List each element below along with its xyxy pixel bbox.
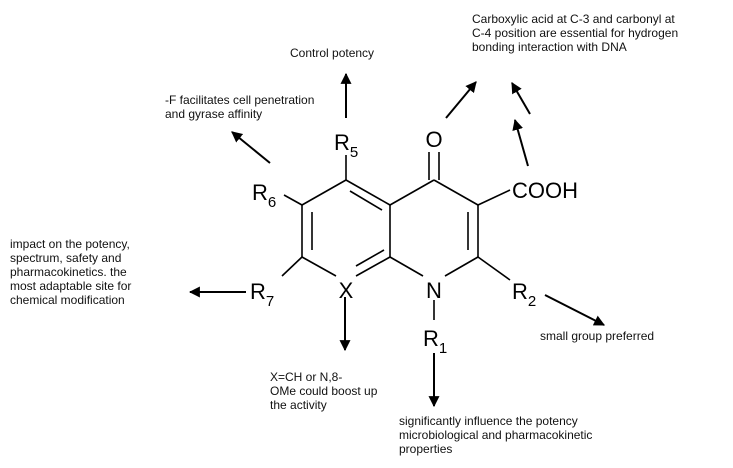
annotation-line: the activity xyxy=(270,398,327,412)
r7-index: 7 xyxy=(266,293,274,310)
annotation-line: impact on the potency, xyxy=(10,237,130,251)
atom-r7: R7 xyxy=(250,279,274,310)
r2-index: 2 xyxy=(528,293,536,310)
bond xyxy=(301,256,337,277)
bond-double xyxy=(355,249,385,267)
r5-symbol: R xyxy=(334,130,350,155)
annotation-line: small group preferred xyxy=(540,329,655,343)
annotation-r7: impact on the potency, spectrum, safety … xyxy=(10,237,131,307)
arrow-carboxyl-1 xyxy=(445,81,477,119)
r1-index: 1 xyxy=(439,340,447,357)
annotation-line: significantly influence the potency xyxy=(399,414,578,428)
bond-c3-cooh xyxy=(477,189,511,206)
annotation-carboxyl: Carboxylic acid at C-3 and carbonyl at C… xyxy=(472,12,678,54)
annotation-line: and gyrase affinity xyxy=(165,107,263,121)
bond xyxy=(444,256,479,277)
annotation-line: most adaptable site for xyxy=(10,279,132,293)
arrow-r6 xyxy=(231,131,271,164)
atom-nitrogen: N xyxy=(426,278,442,303)
annotation-line: OMe could boost up xyxy=(270,384,378,398)
bond-c7-r7 xyxy=(281,256,303,277)
r6-index: 6 xyxy=(268,194,276,211)
annotation-r2: small group preferred xyxy=(540,329,654,343)
bond-c6-r6 xyxy=(283,194,303,206)
ring-bonds xyxy=(281,152,511,320)
bond xyxy=(389,179,435,206)
annotation-arrows xyxy=(188,72,605,408)
annotation-line: pharmacokinetics. the xyxy=(10,265,127,279)
bond xyxy=(345,179,391,206)
atom-r1: R1 xyxy=(423,326,447,357)
annotation-line: -F facilitates cell penetration xyxy=(165,93,315,107)
r6-symbol: R xyxy=(252,180,268,205)
annotation-line: X=CH or N,8- xyxy=(270,370,343,384)
annotation-r1: significantly influence the potency micr… xyxy=(399,414,592,456)
annotation-x: X=CH or N,8- OMe could boost up the acti… xyxy=(270,370,377,412)
annotation-line: microbiological and pharmacokinetic xyxy=(399,428,593,442)
annotation-line: bonding interaction with DNA xyxy=(472,40,627,54)
bond-c2-r2 xyxy=(477,256,511,281)
atom-labels: O COOH N X R5 R6 R7 R2 R1 xyxy=(250,127,578,357)
annotation-line: spectrum, safety and xyxy=(10,251,122,265)
atom-x: X xyxy=(339,278,354,303)
annotation-line: chemical modification xyxy=(10,293,125,307)
bond-double xyxy=(349,190,383,211)
arrow-carboxyl-2 xyxy=(511,82,531,115)
annotation-r6: -F facilitates cell penetration and gyra… xyxy=(165,93,314,121)
atom-carboxyl: COOH xyxy=(512,178,578,203)
arrow-r2 xyxy=(544,294,605,326)
atom-r2: R2 xyxy=(512,279,536,310)
r2-symbol: R xyxy=(512,279,528,304)
annotation-line: C-4 position are essential for hydrogen xyxy=(472,26,679,40)
atom-r5: R5 xyxy=(334,130,358,161)
r1-symbol: R xyxy=(423,326,439,351)
bond xyxy=(301,179,347,206)
bond xyxy=(433,179,479,206)
atom-oxygen: O xyxy=(425,127,442,152)
annotation-line: Carboxylic acid at C-3 and carbonyl at xyxy=(472,12,675,26)
atom-r6: R6 xyxy=(252,180,276,211)
bond xyxy=(389,256,424,277)
r7-symbol: R xyxy=(250,279,266,304)
annotation-r5: Control potency xyxy=(290,46,374,60)
bond xyxy=(355,256,391,277)
annotation-line: properties xyxy=(399,442,453,456)
r5-index: 5 xyxy=(350,144,358,161)
arrow-carboxyl-3 xyxy=(512,118,529,167)
annotation-line: Control potency xyxy=(290,46,375,60)
